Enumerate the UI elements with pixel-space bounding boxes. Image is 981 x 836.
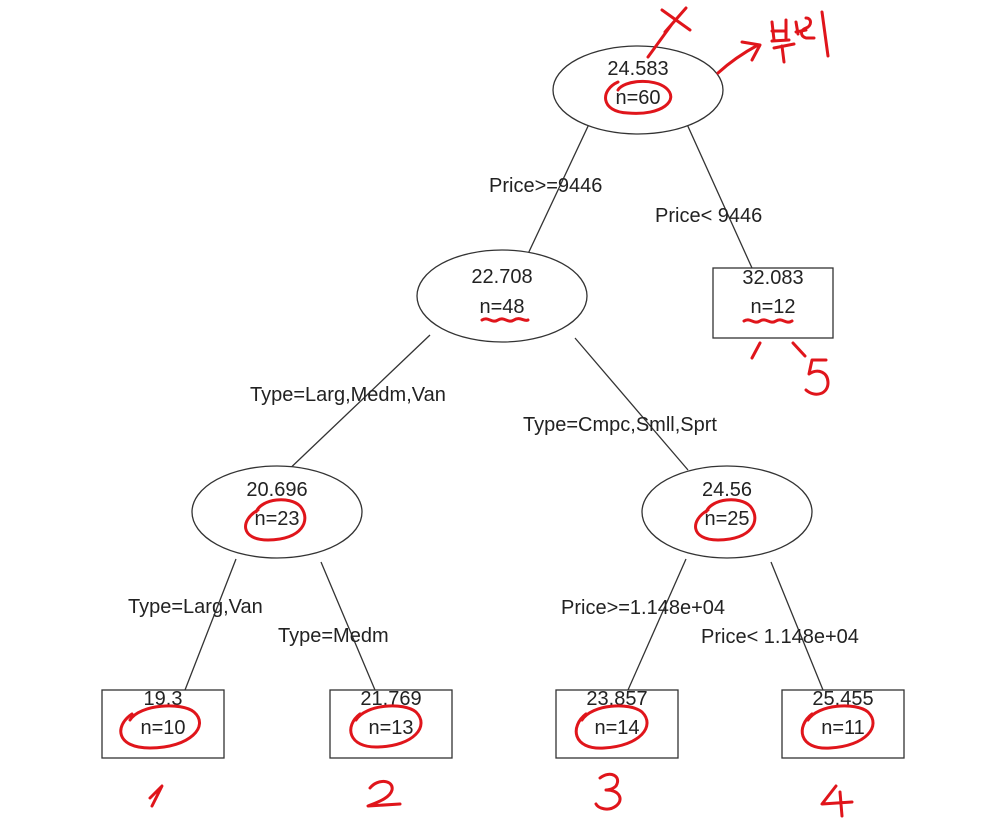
tree-node-root: 24.583 n=60 — [552, 45, 724, 135]
leaf-number-3 — [594, 772, 622, 811]
node-mean: 32.083 — [742, 267, 803, 289]
node-mean: 21.769 — [360, 688, 421, 710]
node-count: n=25 — [704, 508, 749, 530]
edge-n23-right — [320, 561, 376, 691]
split-label: Type=Cmpc,Smll,Sprt — [523, 414, 717, 436]
root-x-mark — [646, 6, 692, 59]
handwritten-annotations — [119, 6, 875, 818]
node-count: n=14 — [594, 717, 639, 739]
split-label: Type=Medm — [278, 625, 389, 647]
tree-node-n23: 20.696 n=23 — [191, 465, 363, 559]
node-mean: 22.708 — [471, 266, 532, 288]
node-mean: 24.583 — [607, 58, 668, 80]
node-count: n=13 — [368, 717, 413, 739]
leaf-number-4 — [820, 784, 854, 818]
leaf5-ticks — [750, 341, 807, 360]
node-ellipse — [416, 249, 588, 343]
edge-n48-left — [281, 334, 431, 477]
root-label-handwriting — [770, 10, 830, 64]
count-circle-n25 — [694, 498, 757, 542]
count-circle-leaf2 — [349, 704, 423, 749]
count-circle-leaf4 — [800, 704, 875, 750]
tree-edges — [184, 121, 824, 691]
root-arrow — [716, 40, 762, 75]
split-label: Type=Larg,Medm,Van — [250, 384, 446, 406]
leaf-number-1 — [148, 784, 164, 808]
split-label: Price>=9446 — [489, 175, 602, 197]
split-label: Price< 1.148e+04 — [701, 626, 859, 648]
node-ellipse — [552, 45, 724, 135]
node-count: n=60 — [615, 87, 660, 109]
node-mean: 23.857 — [586, 688, 647, 710]
edge-n25-right — [770, 561, 824, 691]
leaf-number-2 — [366, 780, 402, 808]
split-label: Type=Larg,Van — [128, 596, 263, 618]
leaf5-number — [804, 358, 830, 396]
edge-root-right — [685, 121, 753, 269]
count-circle-leaf1 — [119, 704, 201, 750]
split-labels: Price>=9446 Price< 9446 Type=Larg,Medm,V… — [128, 175, 859, 648]
leaf-box — [712, 267, 834, 339]
node-count: n=11 — [821, 717, 865, 739]
root-count-circle — [604, 80, 673, 115]
tree-leaf-5: 32.083 n=12 — [712, 267, 834, 339]
tree-node-n48: 22.708 n=48 — [416, 249, 588, 343]
node-ellipse — [641, 465, 813, 559]
count-circle-n23 — [244, 498, 307, 542]
tree-node-n25: 24.56 n=25 — [641, 465, 813, 559]
node-count: n=23 — [254, 508, 299, 530]
node-mean: 20.696 — [246, 479, 307, 501]
edge-root-left — [526, 121, 591, 257]
edge-n23-left — [184, 558, 237, 691]
node-mean: 24.56 — [702, 479, 752, 501]
node-count: n=48 — [479, 296, 524, 318]
node-count: n=10 — [140, 717, 185, 739]
count-circle-leaf3 — [574, 704, 649, 750]
split-label: Price>=1.148e+04 — [561, 597, 725, 619]
node-count: n=12 — [750, 296, 795, 318]
node-mean: 25.455 — [812, 688, 873, 710]
tree-leaf-2: 21.769 n=13 — [329, 688, 453, 759]
split-label: Price< 9446 — [655, 205, 762, 227]
count-underline-n48 — [480, 317, 530, 323]
node-ellipse — [191, 465, 363, 559]
edge-n48-right — [574, 337, 689, 471]
count-underline-leaf5 — [742, 318, 794, 324]
edge-n25-left — [627, 558, 687, 691]
